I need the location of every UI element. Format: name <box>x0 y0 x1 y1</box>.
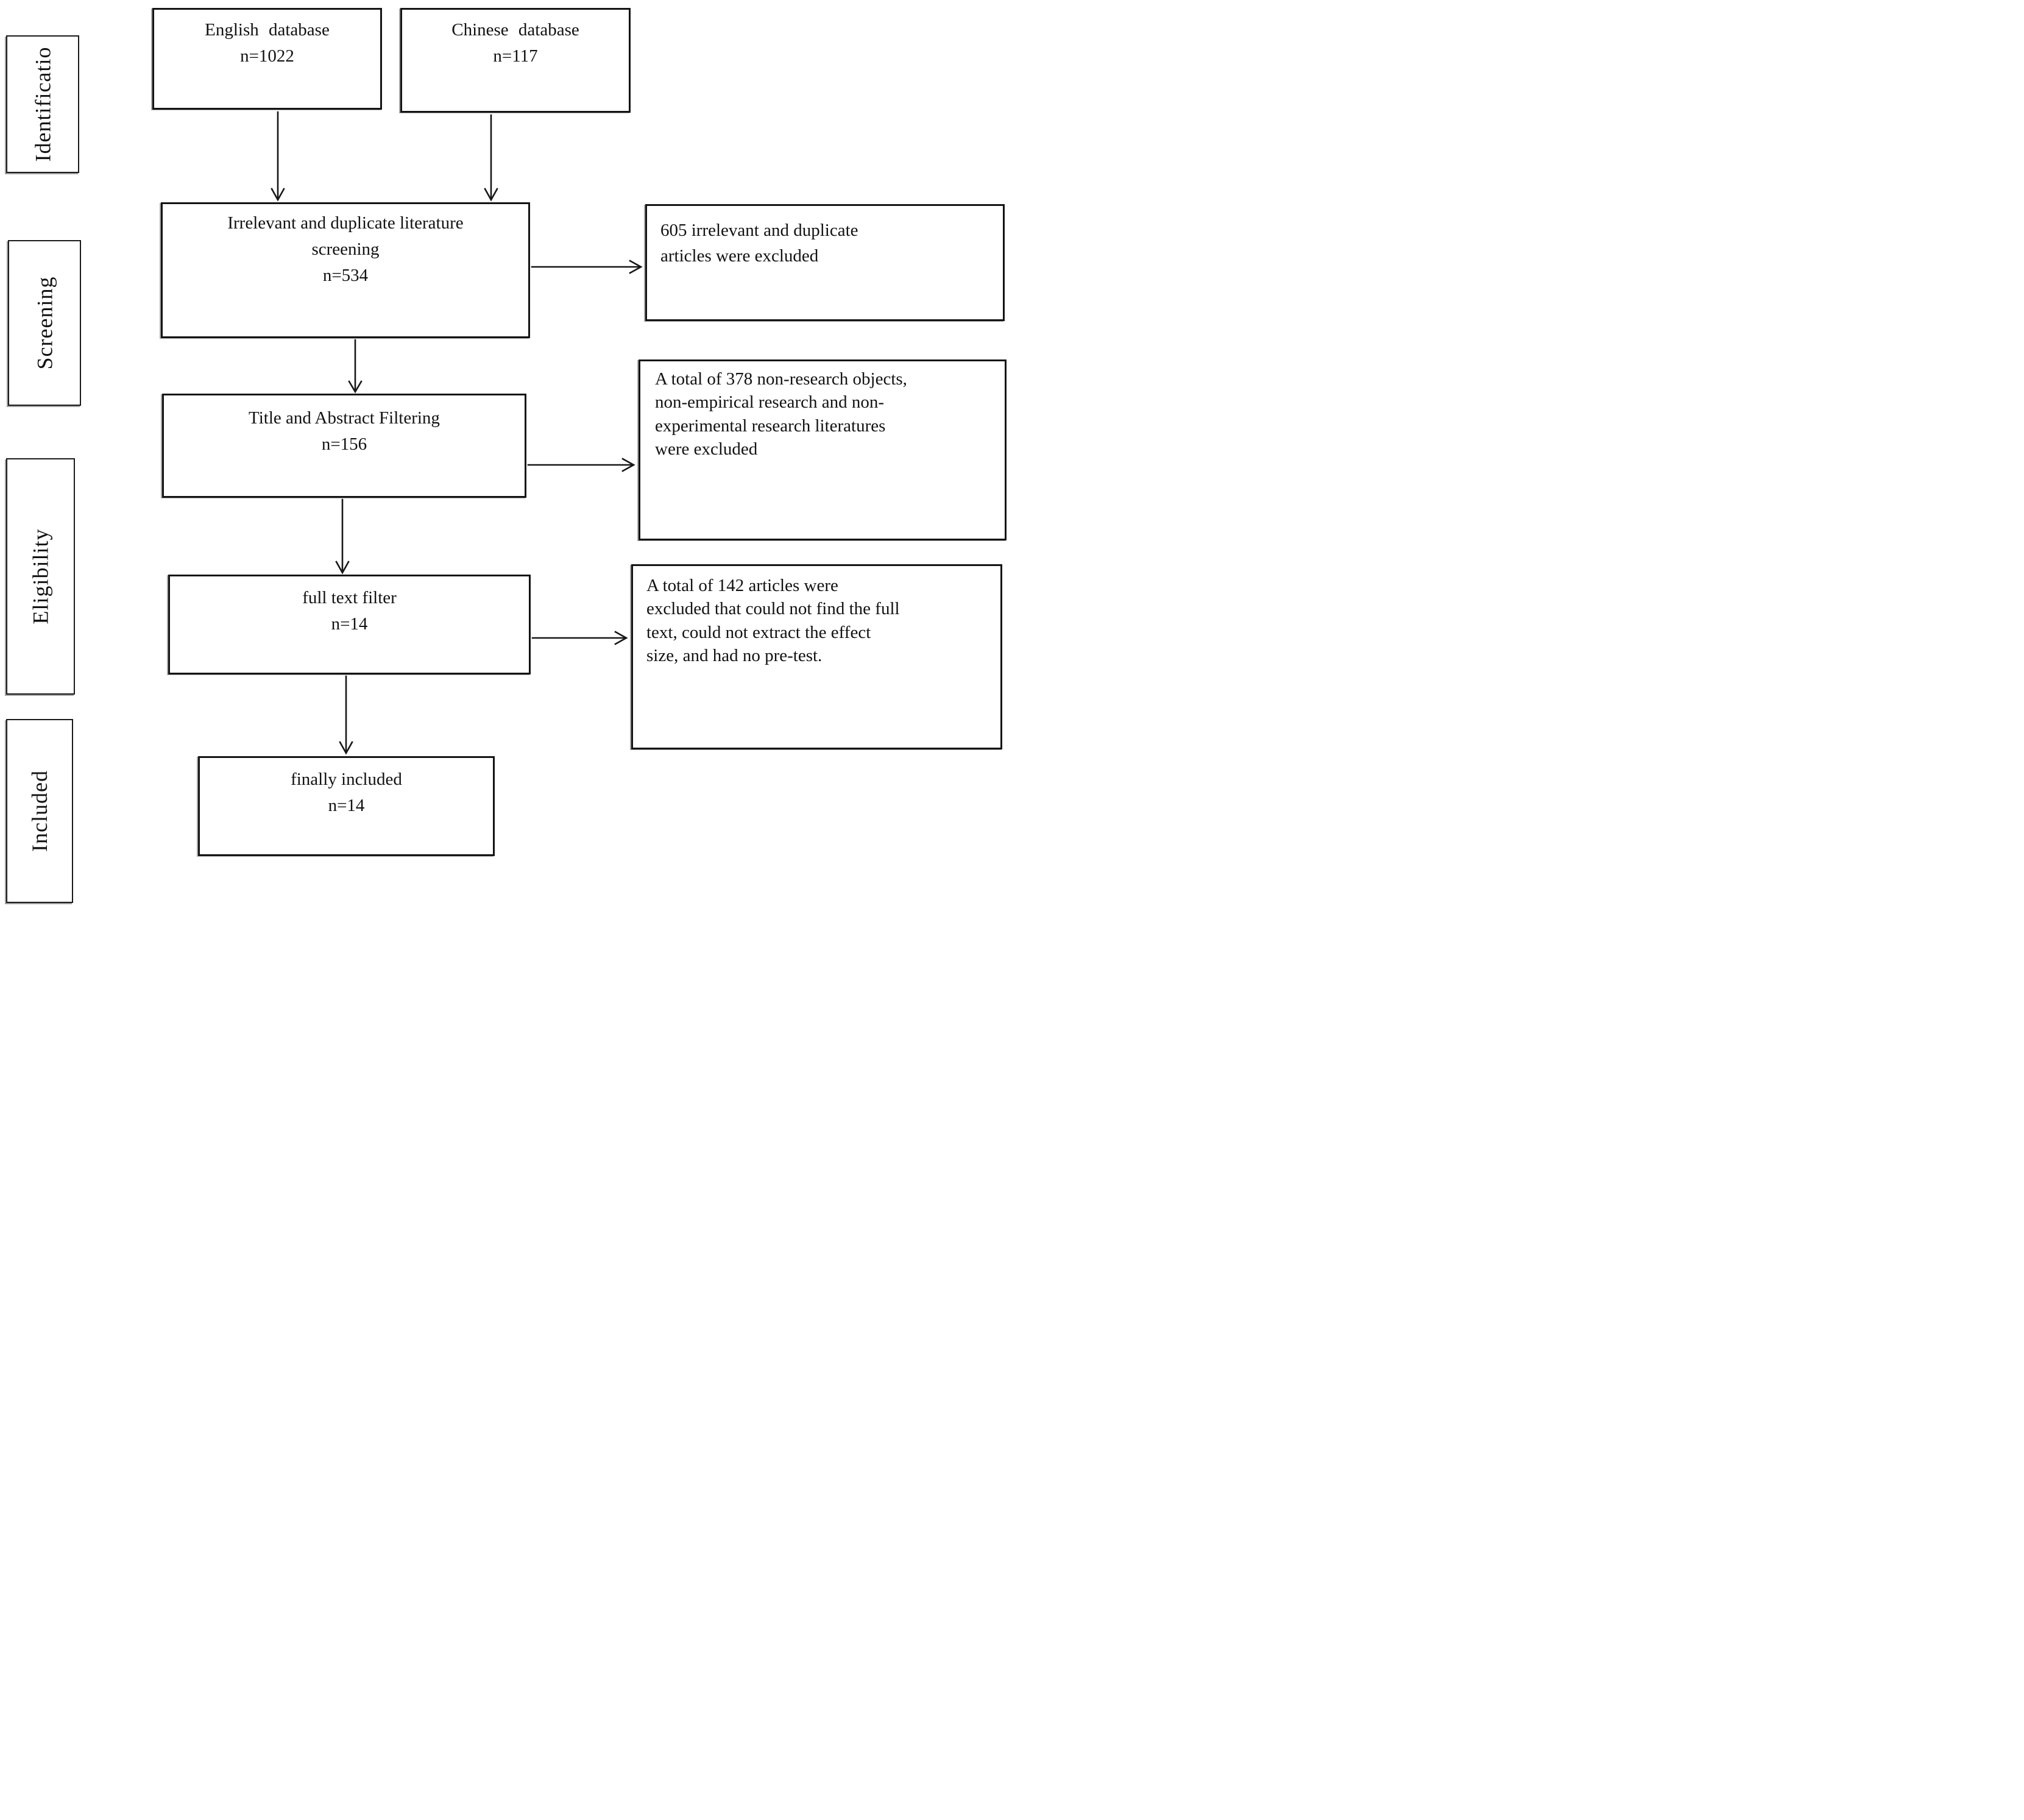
node-title-line2: screening <box>311 239 380 259</box>
flow-arrows <box>271 111 643 755</box>
node-count: n=14 <box>331 614 368 634</box>
node-title: English database <box>205 20 330 40</box>
note-line: A total of 378 non-research objects, <box>655 369 907 389</box>
node-count: n=534 <box>322 265 369 285</box>
note-line: non-empirical research and non- <box>655 392 885 413</box>
node-finally-included: finally included n=14 <box>198 756 495 856</box>
note-line: 605 irrelevant and duplicate <box>660 221 858 240</box>
node-count: n=117 <box>493 46 538 66</box>
prisma-flow-diagram: Identificatio Screening Eligibility Incl… <box>0 0 1012 910</box>
stage-label-screening: Screening <box>8 240 81 406</box>
note-line: text, could not extract the effect <box>646 622 871 642</box>
node-count: n=156 <box>321 434 367 454</box>
note-line: excluded that could not find the full <box>646 599 900 619</box>
node-full-text-filter: full text filter n=14 <box>168 575 531 675</box>
node-title: Title and Abstract Filtering <box>249 408 440 428</box>
node-english-database: English database n=1022 <box>152 8 382 110</box>
note-line: size, and had no pre-test. <box>646 645 823 665</box>
arrow-titleabstract-to-fulltext-icon <box>335 498 350 575</box>
stage-label-eligibility: Eligibility <box>6 458 75 695</box>
arrow-screening-to-titleabstract-icon <box>348 339 363 394</box>
arrow-fulltext-to-excluded142-icon <box>531 631 628 645</box>
note-excluded-142: A total of 142 articles were excluded th… <box>631 564 1002 749</box>
arrow-fulltext-to-finally-icon <box>339 675 353 755</box>
note-line: were excluded <box>655 439 758 459</box>
stage-label-included: Included <box>6 719 73 903</box>
note-excluded-605: 605 irrelevant and duplicate articles we… <box>645 204 1005 321</box>
node-chinese-database: Chinese database n=117 <box>400 8 631 113</box>
note-line: articles were excluded <box>660 246 819 266</box>
arrow-english-to-screening-icon <box>271 111 285 202</box>
node-title: Irrelevant and duplicate literature <box>227 213 464 233</box>
node-title: full text filter <box>302 588 397 607</box>
note-line: A total of 142 articles were <box>646 576 838 595</box>
node-title: finally included <box>291 770 402 789</box>
node-count: n=1022 <box>240 46 294 66</box>
node-title-abstract-filtering: Title and Abstract Filtering n=156 <box>162 394 526 498</box>
note-excluded-378: A total of 378 non-research objects, non… <box>639 359 1007 540</box>
arrow-titleabstract-to-excluded378-icon <box>527 458 635 472</box>
note-line: experimental research literatures <box>655 416 886 436</box>
arrow-chinese-to-screening-icon <box>484 114 498 202</box>
node-duplicate-screening: Irrelevant and duplicate literature scre… <box>161 202 530 338</box>
node-count: n=14 <box>328 795 365 815</box>
stage-label-identification: Identificatio <box>6 35 79 173</box>
arrow-screening-to-excluded605-icon <box>531 260 643 274</box>
node-title: Chinese database <box>451 20 579 40</box>
